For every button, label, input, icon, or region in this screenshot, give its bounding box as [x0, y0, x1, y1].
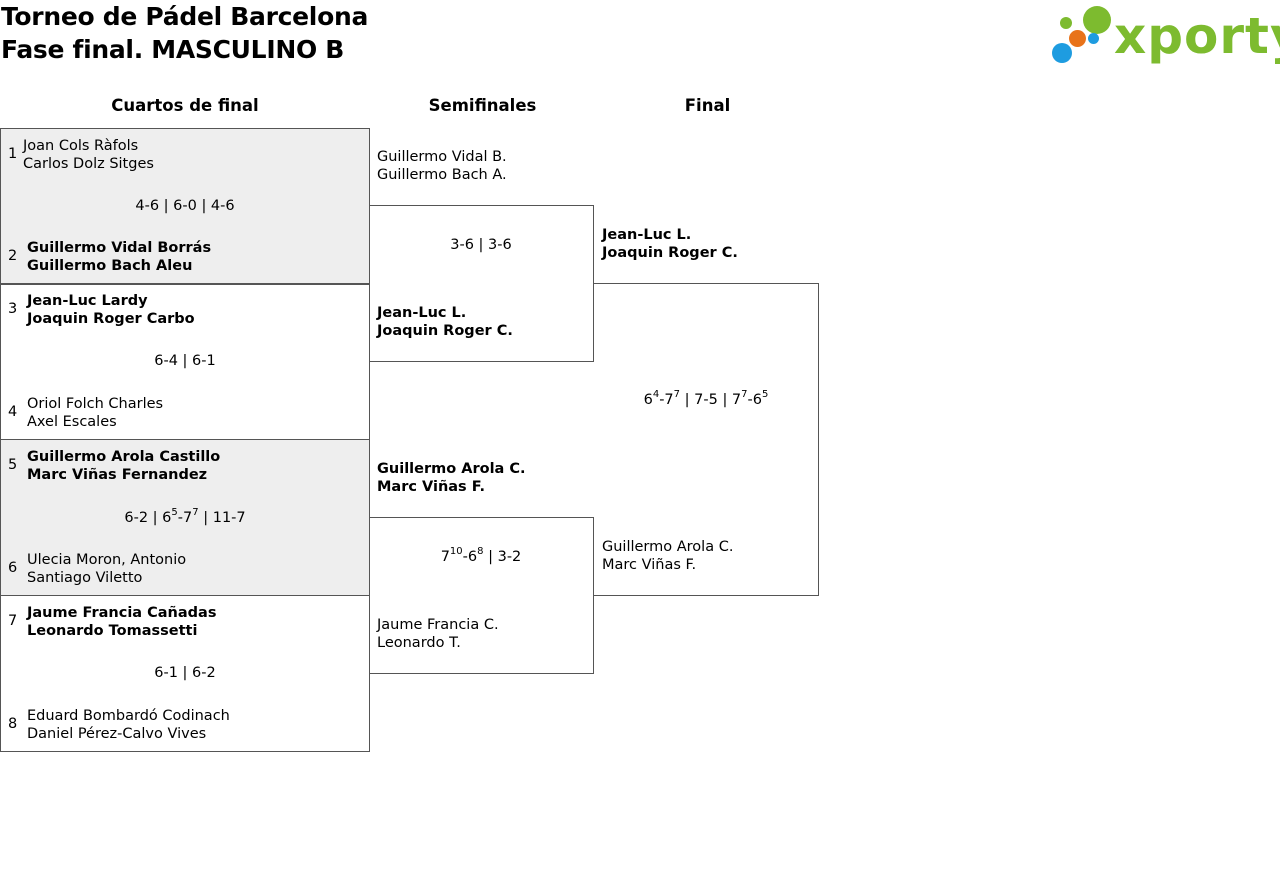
match-score: 6-4 | 6-1	[154, 353, 216, 369]
winner-team-pair: Jean-Luc Lardy Joaquin Roger Carbo	[27, 292, 195, 328]
winner-team-pair: Guillermo Vidal Borrás Guillermo Bach Al…	[27, 239, 211, 275]
seed-number: 5	[8, 457, 18, 473]
player-name: Guillermo Arola Castillo	[27, 449, 221, 465]
seed-number: 8	[8, 716, 18, 732]
player-name: Guillermo Vidal Borrás	[27, 240, 212, 256]
score-part: -7	[659, 392, 674, 408]
seed-number: 6	[8, 560, 18, 576]
semifinal-2-team-top: Guillermo Arola C. Marc Viñas F.	[377, 460, 526, 496]
player-name: Marc Viñas F.	[377, 479, 486, 495]
quarterfinal-match-3: 5 Guillermo Arola Castillo Marc Viñas Fe…	[0, 439, 370, 596]
player-name: Jean-Luc Lardy	[27, 293, 148, 309]
logo-dot-green	[1083, 6, 1111, 34]
match-score: 710-68 | 3-2	[369, 546, 593, 565]
player-name: Marc Viñas F.	[602, 557, 697, 573]
seed-number: 3	[8, 301, 18, 317]
semifinal-1-team-top: Guillermo Vidal B. Guillermo Bach A.	[377, 148, 507, 184]
quarterfinal-match-4: 7 Jaume Francia Cañadas Leonardo Tomasse…	[0, 595, 370, 752]
match-score: 6-1 | 6-2	[154, 665, 216, 681]
logo-dot-blue	[1052, 43, 1072, 63]
score-part: -6	[462, 549, 478, 565]
team-pair: Eduard Bombardó Codinach Daniel Pérez-Ca…	[27, 707, 230, 743]
player-name: Joaquin Roger Carbo	[27, 311, 195, 327]
header-final: Final	[684, 96, 731, 115]
score-part: 6-2 | 6	[124, 510, 172, 526]
match-score: 64-77 | 7-5 | 77-65	[594, 389, 818, 408]
player-name: Eduard Bombardó Codinach	[27, 708, 230, 724]
player-name: Leonardo Tomassetti	[27, 623, 198, 639]
match-score: 6-2 | 65-77 | 11-7	[1, 507, 369, 526]
semifinal-1-team-bottom: Jean-Luc L. Joaquin Roger C.	[377, 304, 513, 340]
player-name: Joan Cols Ràfols	[23, 138, 139, 154]
player-name: Guillermo Arola C.	[602, 539, 734, 555]
player-name: Santiago Viletto	[27, 570, 143, 586]
match-score: 4-6 | 6-0 | 4-6	[135, 198, 235, 214]
tiebreak-score: 4	[652, 389, 660, 401]
score-part: -6	[747, 392, 763, 408]
seed-number: 2	[8, 248, 18, 264]
phase-title: Fase final. MASCULINO B	[1, 35, 345, 64]
match-score: 3-6 | 3-6	[450, 237, 512, 253]
score-part: 7	[440, 549, 450, 565]
player-name: Daniel Pérez-Calvo Vives	[27, 726, 207, 742]
tiebreak-score: 7	[192, 507, 199, 519]
page-title: Torneo de Pádel Barcelona Fase final. MA…	[1, 0, 368, 66]
header-quarterfinals: Cuartos de final	[111, 96, 259, 115]
team-pair: Ulecia Moron, Antonio Santiago Viletto	[27, 551, 186, 587]
player-name: Guillermo Vidal B.	[377, 149, 507, 165]
final-team-bottom: Guillermo Arola C. Marc Viñas F.	[602, 538, 733, 574]
score-part: | 11-7	[198, 510, 246, 526]
player-name: Ulecia Moron, Antonio	[27, 552, 187, 568]
tiebreak-score: 7	[673, 389, 681, 401]
player-name: Jaume Francia C.	[377, 617, 499, 633]
seed-number: 7	[8, 613, 18, 629]
player-name: Axel Escales	[27, 414, 117, 430]
logo-dot-green-small	[1060, 17, 1072, 29]
player-name: Guillermo Bach A.	[377, 167, 507, 183]
player-name: Joaquin Roger C.	[602, 245, 738, 261]
team-pair: Oriol Folch Charles Axel Escales	[27, 395, 163, 431]
score-part: 6	[643, 392, 653, 408]
score-part: | 7-5 | 7	[680, 392, 742, 408]
player-name: Marc Viñas Fernandez	[27, 467, 208, 483]
final-team-top: Jean-Luc L. Joaquin Roger C.	[602, 226, 738, 262]
tiebreak-score: 10	[449, 546, 463, 558]
semifinal-match-1: 3-6 | 3-6	[369, 205, 594, 362]
team-pair: Joan Cols Ràfols Carlos Dolz Sitges	[23, 137, 154, 173]
tournament-title: Torneo de Pádel Barcelona	[1, 2, 369, 31]
logo-text: xporty	[1114, 7, 1280, 65]
semifinal-match-2: 710-68 | 3-2	[369, 517, 594, 674]
player-name: Jaume Francia Cañadas	[27, 605, 217, 621]
seed-number: 1	[8, 146, 18, 162]
tiebreak-score: 5	[762, 389, 769, 401]
quarterfinal-match-1: 1 Joan Cols Ràfols Carlos Dolz Sitges 4-…	[0, 128, 370, 285]
player-name: Guillermo Arola C.	[377, 461, 526, 477]
player-name: Guillermo Bach Aleu	[27, 258, 193, 274]
logo-dot-orange	[1069, 30, 1086, 47]
player-name: Joaquin Roger C.	[377, 323, 513, 339]
xporty-logo: xporty	[1050, 4, 1280, 68]
player-name: Leonardo T.	[377, 635, 461, 651]
tiebreak-score: 8	[477, 546, 484, 558]
player-name: Oriol Folch Charles	[27, 396, 164, 412]
semifinal-2-team-bottom: Jaume Francia C. Leonardo T.	[377, 616, 499, 652]
logo-dot-blue-small	[1088, 33, 1099, 44]
tiebreak-score: 5	[171, 507, 178, 519]
winner-team-pair: Guillermo Arola Castillo Marc Viñas Fern…	[27, 448, 220, 484]
quarterfinal-match-2: 3 Jean-Luc Lardy Joaquin Roger Carbo 6-4…	[0, 283, 370, 440]
score-part: | 3-2	[483, 549, 522, 565]
player-name: Jean-Luc L.	[602, 227, 692, 243]
seed-number: 4	[8, 404, 18, 420]
player-name: Carlos Dolz Sitges	[23, 156, 154, 172]
player-name: Jean-Luc L.	[377, 305, 467, 321]
score-part: -7	[177, 510, 193, 526]
header-semifinals: Semifinales	[428, 96, 537, 115]
winner-team-pair: Jaume Francia Cañadas Leonardo Tomassett…	[27, 604, 216, 640]
tiebreak-score: 7	[741, 389, 748, 401]
final-match: 64-77 | 7-5 | 77-65	[594, 283, 819, 596]
